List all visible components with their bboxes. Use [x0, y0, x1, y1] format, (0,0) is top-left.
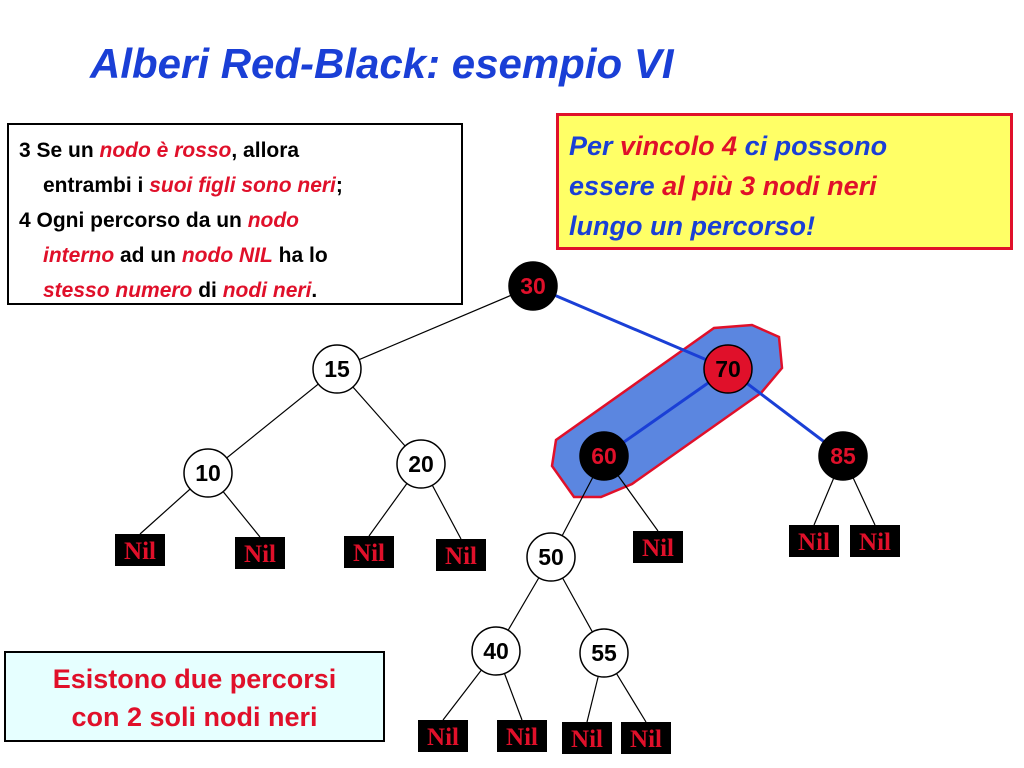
nil-box — [344, 536, 394, 568]
tree-node-40: 40 — [471, 626, 521, 676]
node-label: 10 — [195, 460, 221, 486]
nodes-layer: 30 15 70 10 20 60 85 50 40 55 — [183, 261, 868, 678]
node-circle — [526, 532, 576, 582]
node-circle — [471, 626, 521, 676]
nil-leaf: Nil — [633, 531, 683, 563]
note-box: Per vincolo 4 ci possono essere al più 3… — [556, 113, 1013, 250]
edge-n30-n15 — [336, 285, 534, 370]
node-label: 40 — [483, 638, 509, 664]
note-line-3: lungo un percorso! — [569, 211, 815, 241]
nil-label: Nil — [571, 726, 603, 753]
nil-label: Nil — [353, 540, 385, 567]
node-circle — [703, 344, 753, 394]
node-label: 55 — [591, 640, 617, 666]
rule-3-line-1: 3 Se un nodo è rosso, allora — [19, 139, 300, 162]
edge-n30-n70 — [532, 284, 729, 371]
paths-note-line-2: con 2 soli nodi neri — [71, 702, 318, 732]
nil-leaf: Nil — [850, 525, 900, 557]
paths-note-line-1: Esistono due percorsi — [52, 664, 337, 694]
rule-3-line-2: entrambi i suoi figli sono neri; — [43, 174, 343, 197]
nil-label: Nil — [427, 724, 459, 751]
nil-leaf: Nil — [344, 536, 394, 568]
nil-box — [621, 722, 671, 754]
tree-node-10: 10 — [183, 448, 233, 498]
nil-label: Nil — [642, 535, 674, 562]
tree-node-70: 70 — [703, 344, 753, 394]
nil-box — [235, 537, 285, 569]
nil-box — [562, 722, 612, 754]
node-label: 85 — [830, 443, 856, 469]
tree-node-20: 20 — [396, 439, 446, 489]
node-circle — [579, 628, 629, 678]
node-circle — [818, 431, 868, 481]
node-circle — [508, 261, 558, 311]
nil-box — [850, 525, 900, 557]
nil-label: Nil — [506, 724, 538, 751]
edge-n70-n60 — [603, 367, 729, 458]
node-circle — [312, 344, 362, 394]
note-line-1: Per vincolo 4 ci possono — [569, 131, 888, 161]
nil-box — [789, 525, 839, 557]
node-circle — [183, 448, 233, 498]
nil-box — [436, 539, 486, 571]
nil-leaf: Nil — [562, 722, 612, 754]
nil-box — [497, 720, 547, 752]
node-label: 15 — [324, 356, 350, 382]
nil-box — [115, 534, 165, 566]
tree-node-50: 50 — [526, 532, 576, 582]
page-title: Alberi Red-Black: esempio VI — [90, 40, 674, 87]
node-label: 30 — [520, 273, 546, 299]
tree-node-30: 30 — [508, 261, 558, 311]
node-label: 70 — [715, 356, 741, 382]
nil-leaf: Nil — [418, 720, 468, 752]
note-line-2: essere al più 3 nodi neri — [569, 171, 877, 201]
nil-label: Nil — [244, 541, 276, 568]
tree-node-60: 60 — [579, 431, 629, 481]
nil-label: Nil — [798, 529, 830, 556]
rule-4-line-1: 4 Ogni percorso da un nodo — [19, 209, 300, 232]
nil-leaf: Nil — [115, 534, 165, 566]
rules-box: 3 Se un nodo è rosso, allora entrambi i … — [7, 123, 463, 305]
nil-leaf: Nil — [436, 539, 486, 571]
nil-label: Nil — [445, 543, 477, 570]
nil-label: Nil — [124, 538, 156, 565]
tree-node-15: 15 — [312, 344, 362, 394]
node-label: 50 — [538, 544, 564, 570]
node-label: 20 — [408, 451, 434, 477]
tree-node-55: 55 — [579, 628, 629, 678]
nil-box — [418, 720, 468, 752]
node-circle — [579, 431, 629, 481]
edge-n15-n10 — [207, 368, 338, 474]
rule-4-line-2: interno ad un nodo NIL ha lo — [43, 244, 328, 267]
rule-4-line-3: stesso numero di nodi neri. — [43, 279, 318, 302]
nil-leaf: Nil — [235, 537, 285, 569]
nil-box — [633, 531, 683, 563]
nil-leaf: Nil — [621, 722, 671, 754]
nil-leaf: Nil — [497, 720, 547, 752]
nil-label: Nil — [630, 726, 662, 753]
tree-node-85: 85 — [818, 431, 868, 481]
node-circle — [396, 439, 446, 489]
paths-note-box: Esistono due percorsi con 2 soli nodi ne… — [4, 651, 385, 742]
nil-leaf: Nil — [789, 525, 839, 557]
nil-label: Nil — [859, 529, 891, 556]
node-label: 60 — [591, 443, 617, 469]
